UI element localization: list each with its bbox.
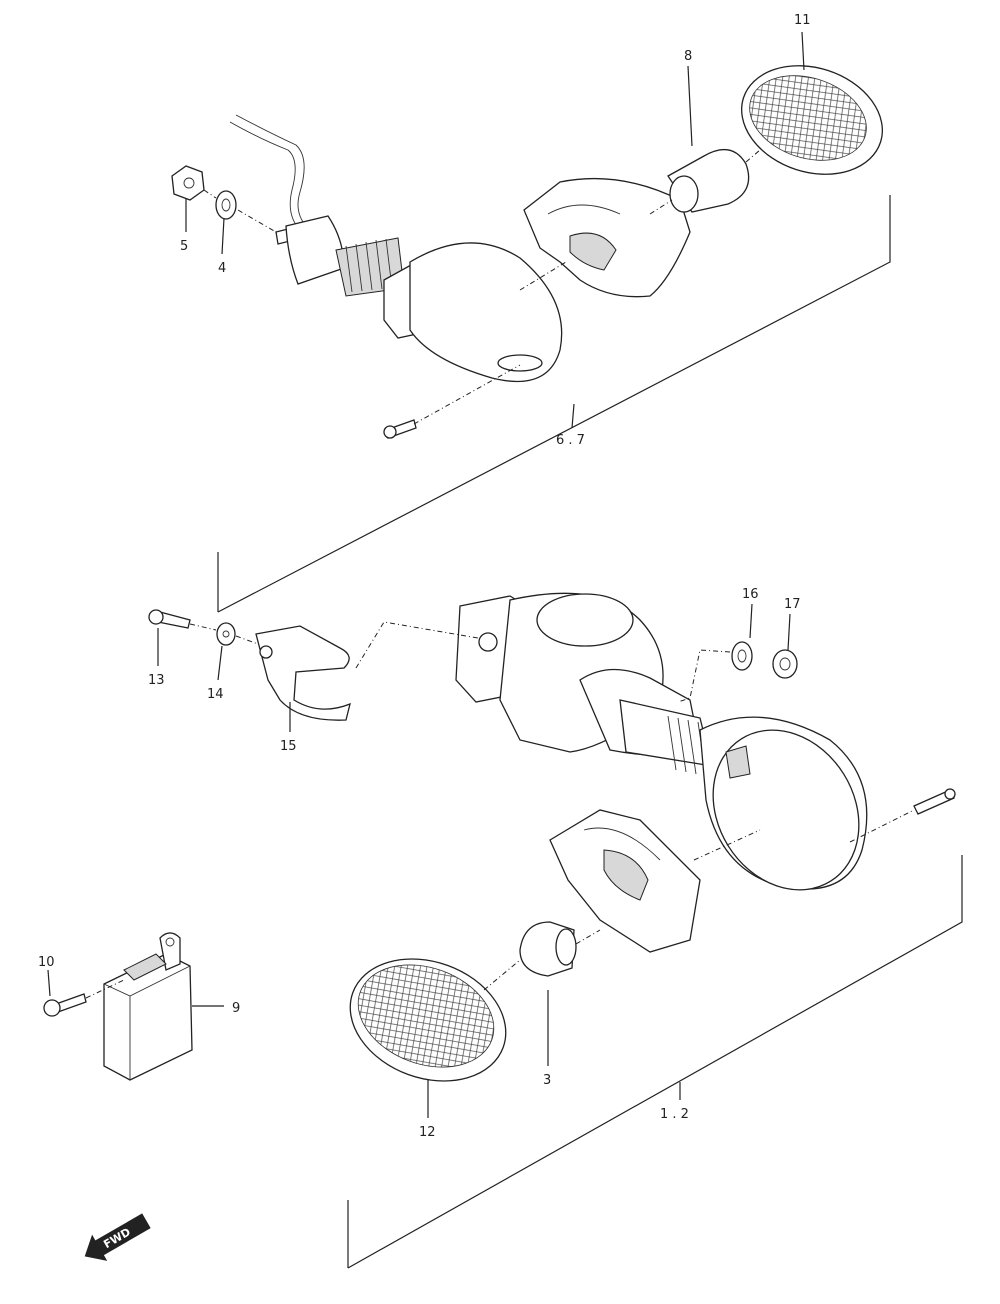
callout-17: 17 xyxy=(784,597,801,612)
callout-3: 3 xyxy=(543,1073,551,1088)
callout-13: 13 xyxy=(148,673,165,688)
callout-5: 5 xyxy=(180,239,188,254)
callout-16: 16 xyxy=(742,587,759,602)
callout-4: 4 xyxy=(218,261,226,276)
lower-turn-signal-assembly xyxy=(43,592,963,1269)
callout-6-7: 6 . 7 xyxy=(556,433,585,448)
forward-arrow-icon: FWD xyxy=(84,1213,151,1261)
callout-9: 9 xyxy=(232,1001,240,1016)
stalk-ribs xyxy=(345,238,393,293)
callout-labels: 11 8 5 4 6 . 7 16 17 13 14 15 10 9 3 12 … xyxy=(38,13,811,1140)
callout-8: 8 xyxy=(684,49,692,64)
callout-12: 12 xyxy=(419,1125,436,1140)
upper-turn-signal-assembly xyxy=(171,65,891,613)
leader-lines xyxy=(47,31,805,1118)
callout-15: 15 xyxy=(280,739,297,754)
callout-10: 10 xyxy=(38,955,55,970)
callout-1-2: 1 . 2 xyxy=(660,1107,689,1122)
callout-14: 14 xyxy=(207,687,224,702)
callout-11: 11 xyxy=(794,13,811,28)
